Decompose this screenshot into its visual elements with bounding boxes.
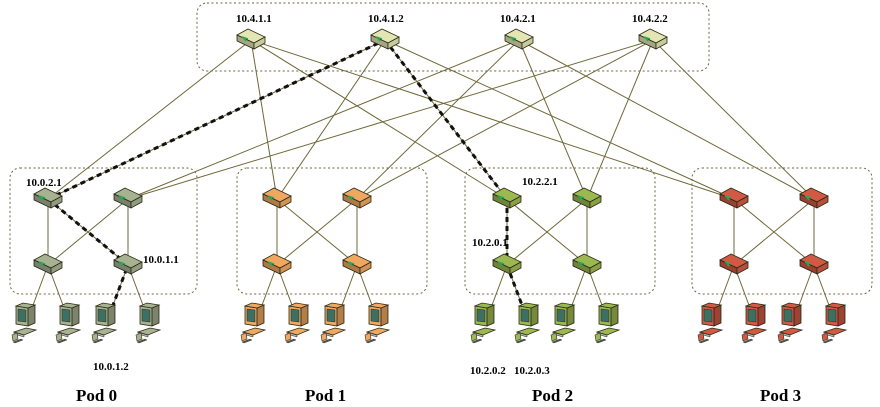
pod-3-agg-edge-link bbox=[733, 198, 815, 266]
pod-3-host-2-icon[interactable] bbox=[741, 302, 767, 344]
pod-0-box bbox=[9, 167, 198, 295]
core-switch-2-label: 10.4.1.2 bbox=[368, 13, 404, 25]
core-link-pod-1 bbox=[276, 39, 386, 200]
pod-2-host-2-icon[interactable] bbox=[514, 302, 540, 344]
pod-2-host-4-icon[interactable] bbox=[594, 302, 620, 344]
pod-2-aggregation-label: 10.2.2.1 bbox=[522, 176, 558, 188]
pod-1-aggregation-switch-2-icon[interactable] bbox=[342, 187, 372, 209]
pod-0-label: Pod 0 bbox=[76, 386, 117, 405]
pod-2-edge-label: 10.2.0.1 bbox=[472, 237, 508, 249]
pod-0-host-4-icon[interactable] bbox=[135, 302, 161, 344]
pod-0-host-3-icon[interactable] bbox=[91, 302, 117, 344]
core-switch-1-label: 10.4.1.1 bbox=[236, 13, 272, 25]
pod-2-host-label-1: 10.2.0.2 bbox=[470, 365, 506, 377]
pod-3-host-1-icon[interactable] bbox=[697, 302, 723, 344]
pod-2-host-1-icon[interactable] bbox=[470, 302, 496, 344]
route-segment bbox=[505, 264, 531, 325]
core-link-pod-0 bbox=[47, 39, 252, 200]
pod-2-label: Pod 2 bbox=[532, 386, 573, 405]
pod-3-aggregation-switch-2-icon[interactable] bbox=[799, 187, 829, 209]
pod-1-host-4-icon[interactable] bbox=[364, 302, 390, 344]
core-link-pod-1 bbox=[356, 39, 520, 200]
pod-2-aggregation-switch-2-icon[interactable] bbox=[572, 187, 602, 209]
core-switch-3-label: 10.4.2.1 bbox=[500, 13, 536, 25]
core-link-pod-2 bbox=[250, 39, 508, 200]
core-link-pod-1 bbox=[356, 39, 654, 200]
core-link-pod-3 bbox=[518, 39, 815, 200]
pod-3-host-4-icon[interactable] bbox=[821, 302, 847, 344]
pod-3-host-3-icon[interactable] bbox=[777, 302, 803, 344]
pod-2-host-3-icon[interactable] bbox=[550, 302, 576, 344]
core-link-pod-0 bbox=[127, 39, 520, 200]
pod-0-host-label: 10.0.1.2 bbox=[93, 361, 129, 373]
core-switch-3-icon[interactable] bbox=[504, 28, 534, 50]
core-link-pod-0 bbox=[127, 39, 654, 200]
pod-0-aggregation-label: 10.0.2.1 bbox=[26, 177, 62, 189]
pod-1-box bbox=[236, 167, 428, 295]
pod-1-label: Pod 1 bbox=[305, 386, 346, 405]
pod-0-host-1-icon[interactable] bbox=[11, 302, 37, 344]
core-link-pod-3 bbox=[384, 39, 735, 200]
pod-2-host-label-2: 10.2.0.3 bbox=[514, 365, 550, 377]
core-switch-4-icon[interactable] bbox=[638, 28, 668, 50]
core-link-pod-3 bbox=[250, 39, 735, 200]
pod-2-box bbox=[464, 167, 656, 295]
network-links bbox=[25, 38, 837, 325]
core-group-box bbox=[196, 2, 710, 72]
pod-0-host-2-icon[interactable] bbox=[55, 302, 81, 344]
pod-1-aggregation-switch-1-icon[interactable] bbox=[262, 187, 292, 209]
core-link-pod-3 bbox=[652, 39, 815, 200]
route-segment bbox=[383, 39, 509, 200]
pod-0-agg-edge-link bbox=[47, 198, 129, 266]
pod-3-aggregation-switch-1-icon[interactable] bbox=[719, 187, 749, 209]
pod-1-host-2-icon[interactable] bbox=[284, 302, 310, 344]
pod-2-agg-edge-link bbox=[506, 198, 588, 266]
core-link-pod-2 bbox=[586, 39, 654, 200]
pod-1-agg-edge-link bbox=[276, 198, 358, 266]
core-switch-4-label: 10.4.2.2 bbox=[632, 13, 668, 25]
pod-3-box bbox=[691, 167, 873, 295]
pod-3-label: Pod 3 bbox=[760, 386, 801, 405]
pod-2-aggregation-switch-1-icon[interactable] bbox=[492, 187, 522, 209]
pod-0-edge-label: 10.0.1.1 bbox=[143, 254, 179, 266]
route-segment bbox=[47, 38, 386, 201]
pod-1-host-1-icon[interactable] bbox=[240, 302, 266, 344]
core-link-pod-1 bbox=[250, 39, 278, 200]
pod-0-aggregation-switch-2-icon[interactable] bbox=[113, 187, 143, 209]
pod-1-host-3-icon[interactable] bbox=[320, 302, 346, 344]
core-link-pod-2 bbox=[518, 39, 588, 200]
